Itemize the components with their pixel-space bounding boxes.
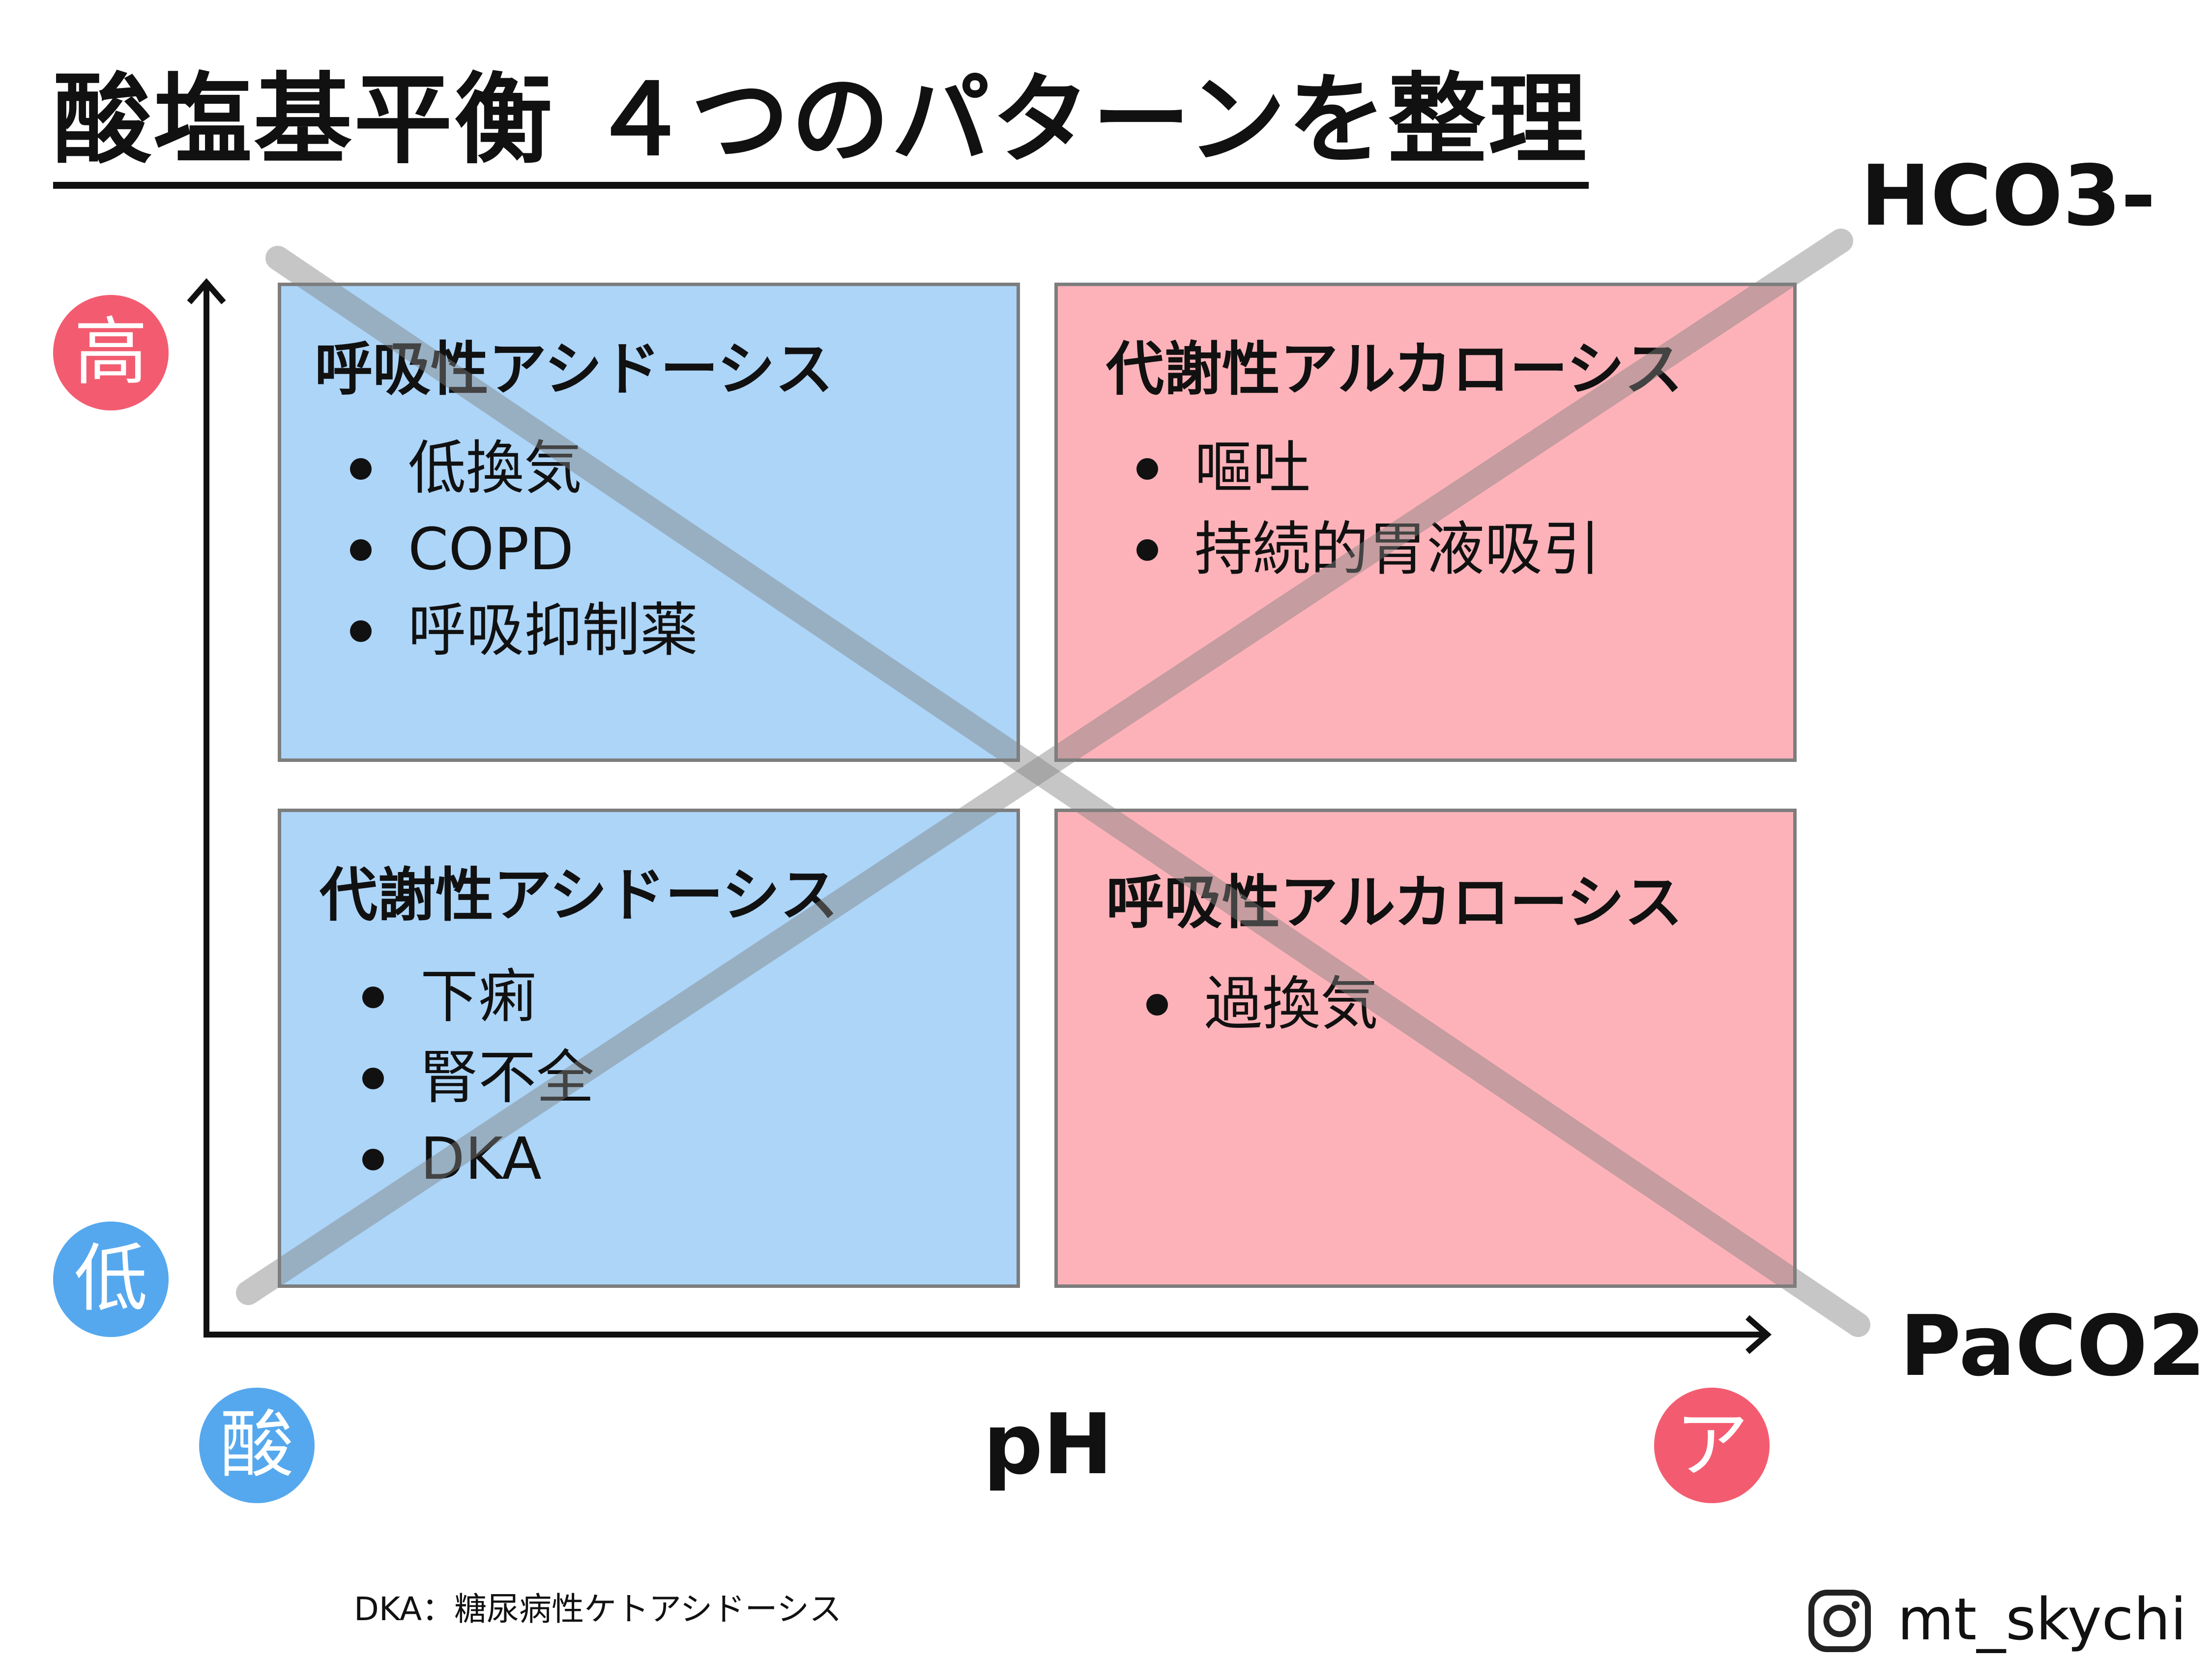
list-item: 過換気 bbox=[1140, 963, 1378, 1045]
quadrant-metabolic-alkalosis bbox=[1054, 283, 1797, 762]
quadrant-title-respiratory-acidosis: 呼吸性アシドーシス bbox=[315, 335, 833, 403]
low-badge: 低 bbox=[53, 1222, 169, 1337]
alkali-badge: ア bbox=[1654, 1388, 1770, 1503]
quadrant-title-metabolic-acidosis: 代謝性アシドーシス bbox=[320, 861, 838, 929]
cause-list-metabolic-alkalosis: 嘔吐 持続的胃液吸引 bbox=[1131, 428, 1601, 590]
list-item: 持続的胃液吸引 bbox=[1131, 509, 1601, 590]
acid-badge: 酸 bbox=[199, 1388, 315, 1503]
high-badge: 高 bbox=[53, 295, 169, 410]
hco3-diagonal-line bbox=[236, 229, 1853, 1305]
footnote: DKA：糖尿病性ケトアシドーシス bbox=[354, 1590, 842, 1628]
y-axis-arrowhead bbox=[187, 278, 226, 304]
ph-axis-label: pH bbox=[983, 1396, 1113, 1493]
x-axis-arrowhead bbox=[1746, 1315, 1772, 1354]
list-item: 嘔吐 bbox=[1131, 428, 1601, 509]
paco2-label: PaCO2 bbox=[1900, 1298, 2206, 1395]
cause-list-respiratory-acidosis: 低換気 COPD 呼吸抑制薬 bbox=[344, 428, 698, 671]
list-item: 低換気 bbox=[344, 428, 698, 509]
instagram-icon bbox=[1808, 1590, 1871, 1652]
hco3-label: HCO3- bbox=[1861, 147, 2156, 245]
quadrant-title-respiratory-alkalosis: 呼吸性アルカローシス bbox=[1106, 869, 1683, 936]
list-item: COPD bbox=[344, 509, 698, 590]
paco2-diagonal-line bbox=[265, 246, 1870, 1337]
account-handle: mt_skychi bbox=[1897, 1585, 2187, 1653]
cause-list-metabolic-acidosis: 下痢 腎不全 DKA bbox=[356, 956, 594, 1199]
page-title: 酸塩基平衡 ４つのパターンを整理 bbox=[53, 59, 1589, 189]
list-item: 下痢 bbox=[356, 956, 594, 1037]
quadrant-metabolic-acidosis bbox=[278, 809, 1020, 1288]
quadrant-respiratory-alkalosis bbox=[1054, 809, 1797, 1288]
cause-list-respiratory-alkalosis: 過換気 bbox=[1140, 963, 1378, 1045]
quadrant-title-metabolic-alkalosis: 代謝性アルカローシス bbox=[1106, 335, 1683, 403]
list-item: DKA bbox=[356, 1118, 594, 1199]
list-item: 呼吸抑制薬 bbox=[344, 590, 698, 671]
list-item: 腎不全 bbox=[356, 1037, 594, 1118]
quadrant-respiratory-acidosis bbox=[278, 283, 1020, 762]
